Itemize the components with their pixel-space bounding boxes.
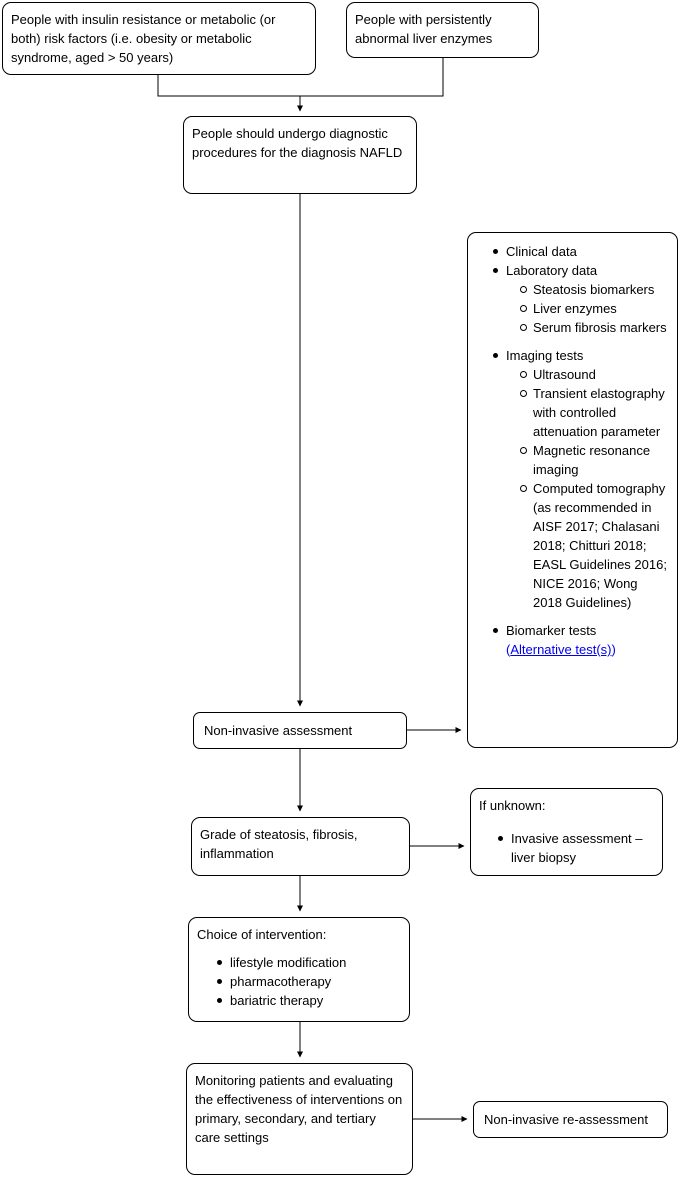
non-invasive-assessment-text: Non-invasive assessment [204, 723, 353, 738]
choice-item-text: bariatric therapy [230, 993, 324, 1008]
bullet-icon [493, 242, 506, 261]
if-unknown-bullet-text: Invasive assessment – liver biopsy [511, 831, 643, 865]
circle-bullet-icon [520, 365, 533, 384]
list-item: Ultrasound [520, 365, 669, 384]
list-item-text: Clinical data [506, 244, 577, 259]
circle-bullet-icon [520, 299, 533, 318]
bullet-icon [217, 953, 230, 972]
if-unknown-title: If unknown: [479, 798, 546, 813]
list-item-text: Liver enzymes [533, 301, 617, 316]
list-item: Serum fibrosis markers [520, 318, 669, 337]
bullet-icon [217, 972, 230, 991]
bullet-icon [217, 991, 230, 1010]
circle-bullet-icon [520, 318, 533, 337]
re-assessment-box: Non-invasive re-assessment [473, 1101, 668, 1138]
list-item-text: Ultrasound [533, 367, 596, 382]
monitoring-box: Monitoring patients and evaluating the e… [186, 1063, 413, 1175]
choice-title: Choice of intervention: [197, 927, 327, 942]
list-item-text: Laboratory data [506, 263, 598, 278]
biomarker-tests-item: Biomarker tests (Alternative test(s)) [506, 621, 669, 659]
diagnostic-procedures-text: People should undergo diagnostic procedu… [192, 126, 403, 160]
list-item: Laboratory data [493, 261, 669, 280]
abnormal-enzymes-box: People with persistently abnormal liver … [346, 2, 539, 58]
diagnostic-methods-box: Clinical data Laboratory data Steatosis … [467, 232, 678, 748]
list-item-text: Transient elastography with controlled a… [533, 386, 665, 439]
list-item: Imaging tests [493, 346, 669, 365]
bullet-icon [498, 829, 511, 848]
link-close-paren: ) [611, 642, 616, 657]
list-item: pharmacotherapy [217, 972, 401, 991]
choice-box: Choice of intervention: lifestyle modifi… [188, 917, 410, 1022]
list-item-text: Magnetic resonance imaging [533, 443, 651, 477]
list-item: Biomarker tests (Alternative test(s)) [493, 621, 669, 659]
bullet-icon [493, 261, 506, 280]
list-item: Computed tomography (as recommended in A… [520, 479, 669, 612]
list-item: bariatric therapy [217, 991, 401, 1010]
choice-item-text: pharmacotherapy [230, 974, 332, 989]
list-item: Steatosis biomarkers [520, 280, 669, 299]
bullet-icon [493, 346, 506, 365]
if-unknown-box: If unknown: Invasive assessment – liver … [470, 788, 663, 876]
abnormal-enzymes-text: People with persistently abnormal liver … [355, 12, 493, 46]
alternative-tests-link[interactable]: Alternative test(s) [510, 642, 612, 657]
risk-factors-text: People with insulin resistance or metabo… [11, 12, 276, 65]
monitoring-text: Monitoring patients and evaluating the e… [195, 1073, 403, 1145]
list-item: Transient elastography with controlled a… [520, 384, 669, 441]
risk-factors-box: People with insulin resistance or metabo… [2, 2, 316, 75]
list-item: Liver enzymes [520, 299, 669, 318]
list-item-text: Biomarker tests [506, 623, 597, 638]
choice-item-text: lifestyle modification [230, 955, 347, 970]
circle-bullet-icon [520, 441, 533, 460]
non-invasive-assessment-box: Non-invasive assessment [193, 712, 407, 749]
circle-bullet-icon [520, 280, 533, 299]
list-item: Invasive assessment – liver biopsy [498, 829, 654, 867]
link-open-paren: ( [506, 642, 511, 657]
list-item: lifestyle modification [217, 953, 401, 972]
re-assessment-text: Non-invasive re-assessment [484, 1112, 649, 1127]
list-item-text: Steatosis biomarkers [533, 282, 655, 297]
grade-box: Grade of steatosis, fibrosis, inflammati… [191, 817, 410, 876]
list-item: Clinical data [493, 242, 669, 261]
diagnostic-procedures-box: People should undergo diagnostic procedu… [183, 116, 417, 194]
circle-bullet-icon [520, 479, 533, 498]
list-item-text: Computed tomography (as recommended in A… [533, 481, 667, 610]
circle-bullet-icon [520, 384, 533, 403]
bullet-icon [493, 621, 506, 640]
list-item-text: Serum fibrosis markers [533, 320, 667, 335]
grade-text: Grade of steatosis, fibrosis, inflammati… [200, 827, 358, 861]
list-item: Magnetic resonance imaging [520, 441, 669, 479]
list-item-text: Imaging tests [506, 348, 584, 363]
